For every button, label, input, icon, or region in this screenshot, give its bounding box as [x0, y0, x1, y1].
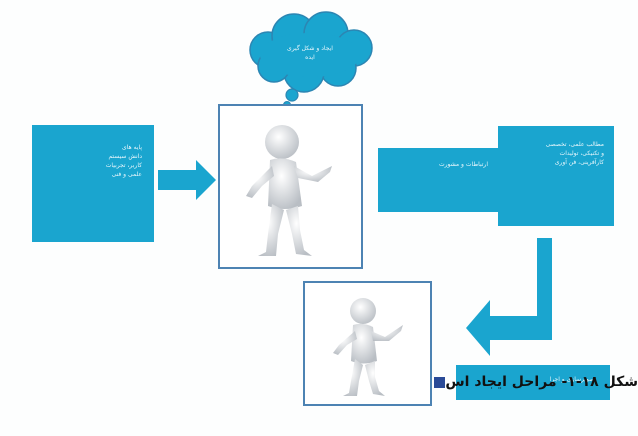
cloud-text: ایجاد و شکل گیری ایده: [287, 45, 333, 61]
right-arrow: [158, 160, 216, 200]
communication-box: ارتباطات و مشورت: [378, 148, 498, 212]
caption-text: شکل ۱۸-۱- مراحل ایجاد اس: [445, 374, 638, 390]
down-left-arrow: [466, 238, 552, 356]
idea-figure-frame: [218, 104, 363, 269]
action-figure-frame: [303, 281, 432, 406]
caption-bullet-icon: [434, 376, 446, 388]
figure-caption: شکل ۱۸-۱- مراحل ایجاد اس: [218, 370, 638, 394]
knowledge-box: پایه های دانش سیستم کاربر، تجربیات علمی …: [32, 125, 154, 242]
person-figure-icon: [246, 125, 332, 256]
visualization-box: تصویرسازی و اجرا: [456, 365, 610, 400]
idea-cloud: [249, 11, 373, 109]
resources-box: مطالب علمی، تخصصی و تکنیکی، تولیدات کارآ…: [498, 126, 614, 226]
person-figure-icon: [333, 298, 403, 396]
